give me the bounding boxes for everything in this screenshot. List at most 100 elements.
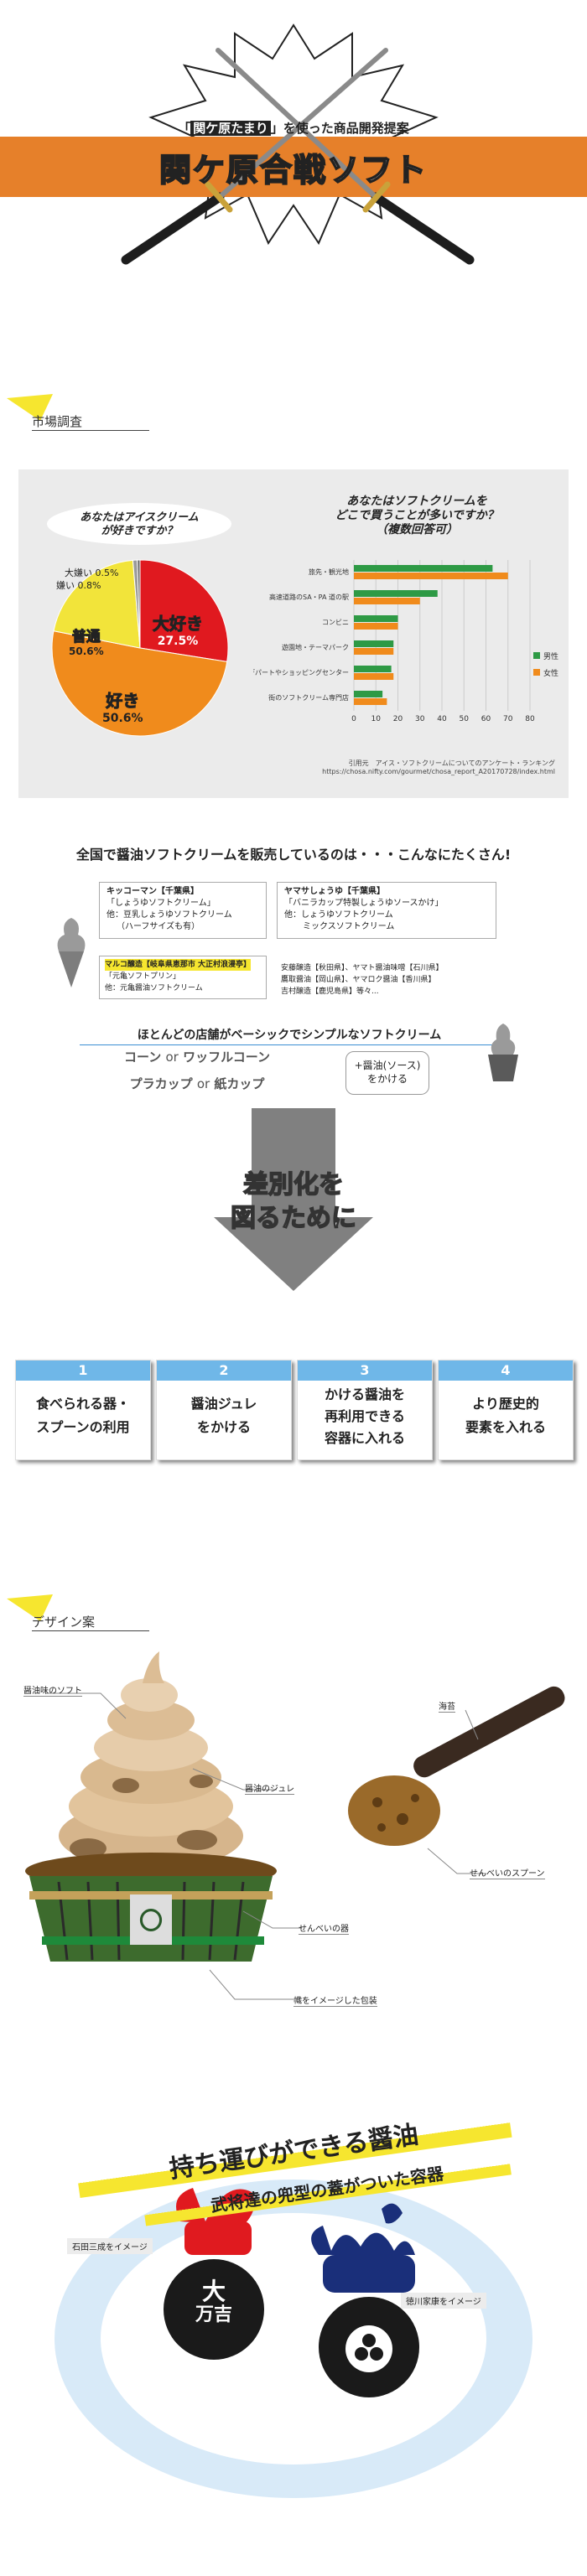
legend-label: 男性 <box>543 651 558 661</box>
subtitle-text: を使った商品開発提案 <box>283 121 409 136</box>
pie-label-kirai: 嫌い 0.8% <box>56 578 101 592</box>
x-tick-label: 10 <box>371 715 382 723</box>
x-tick-label: 70 <box>503 715 513 723</box>
senbei-cup <box>25 1853 277 1962</box>
soy-headline: 全国で醤油ソフトクリームを販売しているのは・・・こんなにたくさん! <box>75 847 512 863</box>
crest-char: 吉 <box>214 2304 233 2325</box>
section-label: デザイン案 <box>32 1613 149 1631</box>
pie-label-futsu: 普通 50.6% <box>69 625 104 658</box>
title-band <box>0 137 587 197</box>
category-label: コンビニ <box>322 619 349 626</box>
label-pack: 幟をイメージした包装 <box>294 1993 377 2007</box>
point-card-3: 3 かける醤油を 再利用できる 容器に入れる <box>297 1360 433 1460</box>
bar-3-1 <box>354 648 394 655</box>
sword-right <box>216 48 475 265</box>
header-art <box>0 23 587 265</box>
label-spoon: せんべいのスプーン <box>470 1866 545 1879</box>
pie-value-text: 27.5% <box>157 635 199 648</box>
option-or: or <box>165 1050 179 1065</box>
x-tick-label: 60 <box>481 715 491 723</box>
x-tick-label: 20 <box>393 715 403 723</box>
source-note: 引用元 アイス・ソフトクリームについてのアンケート・ランキング https://… <box>322 759 555 775</box>
soft-cream-design <box>25 1651 565 2000</box>
diff-line: 差別化を <box>242 1169 345 1200</box>
point-line: より歴史的 <box>472 1396 539 1412</box>
sword-left <box>121 48 388 265</box>
cup-options: プラカップ or 紙カップ <box>88 1075 306 1092</box>
bar-1-1 <box>354 598 420 604</box>
pie-slice-0 <box>139 559 229 662</box>
sauce-note: +醤油(ソース) をかける <box>345 1051 429 1095</box>
point-number: 1 <box>16 1361 150 1381</box>
label-cup: せんべいの器 <box>299 1921 349 1935</box>
pie-value-text: 50.6% <box>102 712 143 725</box>
tokugawa-container <box>311 2203 419 2397</box>
bar-5-0 <box>354 691 383 697</box>
pie-label-daikirai: 大嫌い 0.5% <box>65 566 118 579</box>
page-title: 関ケ原合戦ソフト <box>158 151 428 189</box>
pie-slice-1 <box>51 630 228 737</box>
pie-value-text: 50.6% <box>69 645 104 657</box>
maker-name: ヤマサしょうゆ【千葉県】 <box>284 887 385 896</box>
crest-char: 万 <box>195 2304 214 2325</box>
section-tag-design: デザイン案 <box>7 1594 149 1636</box>
product-other: 他：豆乳しょうゆソフトクリーム <box>106 910 232 920</box>
crest-char: 大 <box>201 2278 226 2305</box>
product-other: 他：元亀醤油ソフトクリーム <box>105 984 203 993</box>
tokugawa-label: 徳川家康をイメージ <box>401 2293 486 2309</box>
bar-question: あなたはソフトクリームを どこで買うことが多いですか？ （複数回答可） <box>287 495 547 537</box>
soft-cream-icon-left <box>57 918 86 987</box>
category-label: 遊園地・テーマパーク <box>282 643 349 651</box>
option-paper-cup: 紙カップ <box>214 1076 265 1091</box>
pie-value-text: 0.8% <box>77 580 101 591</box>
pie-label-text: 大好き <box>153 614 204 635</box>
label-soft: 醤油味のソフト <box>23 1683 82 1697</box>
bar-2-0 <box>354 615 398 622</box>
header-subtitle: 「関ケ原たまり」を使った商品開発提案 <box>178 121 409 136</box>
basic-note: ほとんどの店舗がベーシックでシンプルなソフトクリーム <box>80 1026 499 1045</box>
product-name: 「バニラカップ特製しょうゆソースかけ」 <box>284 899 444 908</box>
maker-box-kikkoman: キッコーマン【千葉県】 「しょうゆソフトクリーム」 他：豆乳しょうゆソフトクリー… <box>99 882 267 939</box>
pie-value-text: 0.5% <box>95 568 119 578</box>
pie-label-text: 好き <box>106 691 140 712</box>
product-other: ミックスソフトクリーム <box>303 922 395 931</box>
down-arrow <box>214 1108 373 1291</box>
legend-swatch <box>533 652 540 659</box>
product-name: 「しょうゆソフトクリーム」 <box>106 899 216 908</box>
diff-line: 図るために <box>230 1203 357 1234</box>
pie-label-daisuki: 大好き 27.5% <box>153 610 204 649</box>
x-tick-label: 50 <box>460 715 470 723</box>
option-plastic-cup: プラカップ <box>129 1076 193 1091</box>
legend-swatch <box>533 669 540 676</box>
pie-label-suki: 好き 50.6% <box>102 687 143 726</box>
cup-emblem: 〇 <box>138 1907 163 1935</box>
maker-box-maruko: マルコ醸造【岐阜県恵那市 大正村浪漫亭】 「元亀ソフトプリン」 他：元亀醤油ソフ… <box>99 956 267 999</box>
senbei-spoon <box>348 1686 565 1846</box>
bar-4-0 <box>354 666 392 672</box>
product-other: 他：しょうゆソフトクリーム <box>284 910 393 920</box>
leader-lines <box>46 1692 486 2000</box>
label-nori: 海苔 <box>439 1699 455 1713</box>
diff-text: 差別化を 図るために <box>210 1169 377 1236</box>
flag-icon <box>7 394 53 421</box>
option-cone: コーン <box>123 1050 162 1065</box>
cone-options: コーン or ワッフルコーン <box>88 1048 306 1065</box>
pie-question: あなたはアイスクリームが好きですか？ <box>47 503 231 545</box>
x-tick-label: 40 <box>437 715 447 723</box>
bar-question-line: 複数回答可 <box>387 523 446 536</box>
section-tag-market: 市場調査 <box>7 394 149 436</box>
point-line: をかける <box>196 1419 251 1435</box>
option-waffle: ワッフルコーン <box>183 1050 271 1065</box>
section-label: 市場調査 <box>32 412 149 431</box>
point-number: 2 <box>157 1361 291 1381</box>
point-line: スプーンの利用 <box>36 1419 130 1435</box>
label-jelly: 醤油のジュレ <box>245 1781 295 1795</box>
pie-slice-4 <box>137 559 141 649</box>
bar-0-0 <box>354 565 493 572</box>
source-line: 引用元 アイス・ソフトクリームについてのアンケート・ランキング <box>348 759 555 767</box>
point-line: 要素を入れる <box>465 1419 546 1435</box>
bar-2-1 <box>354 623 398 630</box>
point-card-2: 2 醤油ジュレ をかける <box>156 1360 292 1460</box>
point-card-1: 1 食べられる器・ スプーンの利用 <box>15 1360 151 1460</box>
